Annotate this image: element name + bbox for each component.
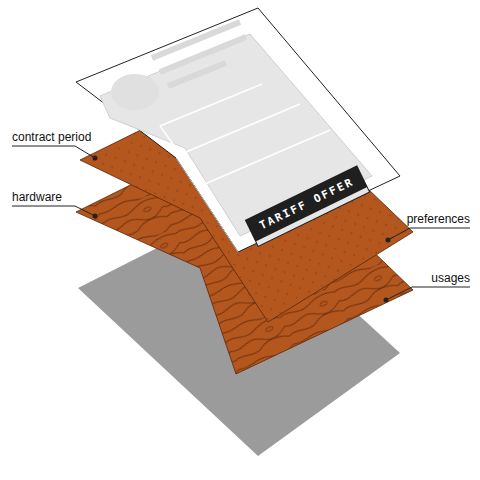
layer-label: preferences xyxy=(407,212,470,226)
layer-label: usages xyxy=(431,271,470,285)
layer-label: contract period xyxy=(12,130,91,144)
layer-label: hardware xyxy=(12,190,62,204)
